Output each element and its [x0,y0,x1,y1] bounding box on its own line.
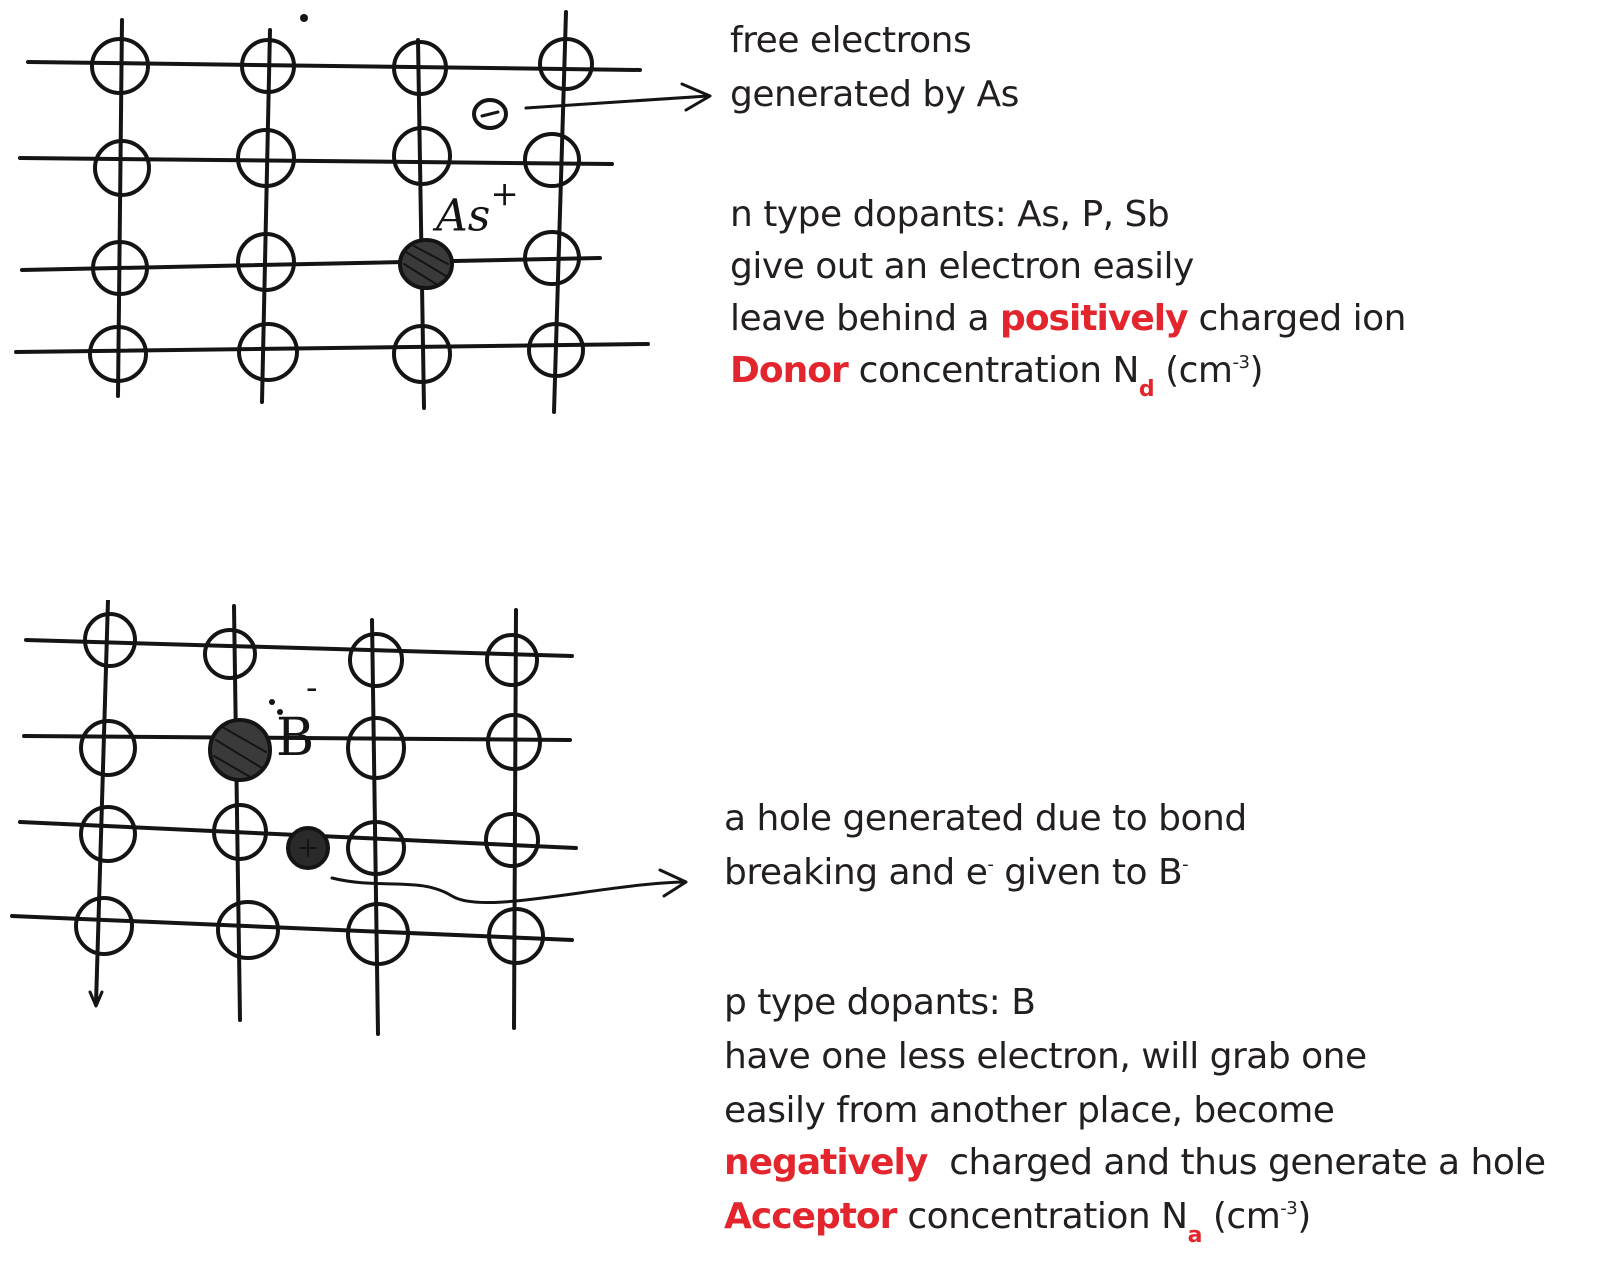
acceptor-unit: (cm [1201,1196,1281,1237]
hole-caption-line1: a hole generated due to bond [724,798,1247,839]
arrow-tip-left-column [88,990,104,1008]
lattice-vertical-bonds [94,600,518,1036]
hole-mark [286,826,330,870]
n-type-line-leave-behind: leave behind a positively charged ion [730,292,1406,346]
acceptor-concentration-text: concentration N [896,1196,1188,1237]
n-type-lattice-sketch [14,10,712,414]
acceptor-concentration-line: Acceptor concentration Na (cm-3) [724,1190,1311,1250]
silicon-atoms [88,37,594,384]
acceptor-exponent: -3 [1280,1198,1298,1219]
boron-dopant-atom [208,718,272,782]
lattice-horizontal-bonds [10,638,578,942]
donor-exponent: -3 [1232,352,1250,373]
given-to-b-text: given to B [993,852,1183,893]
arsenic-symbol: As [436,190,491,242]
free-electron-arrow [524,82,712,112]
leave-behind-text: leave behind a [730,298,1001,339]
free-electrons-caption-line1: free electrons [730,20,972,61]
p-type-line-negatively: negatively charged and thus generate a h… [724,1136,1546,1190]
donor-concentration-text: concentration N [847,350,1140,391]
acceptor-emphasis: Acceptor [724,1196,897,1237]
p-type-title: p type dopants: B [724,982,1036,1023]
electron-minus-stroke [480,110,500,118]
boron-ion-label: B [276,708,314,768]
acceptor-subscript: a [1187,1223,1203,1248]
arsenic-dopant-atom [398,238,454,290]
p-type-line-one-less: have one less electron, will grab one [724,1036,1367,1077]
donor-emphasis: Donor [730,350,849,391]
n-type-line-give-out: give out an electron easily [730,246,1194,287]
arsenic-ion-label: As+ [436,174,519,242]
p-type-lattice-sketch [10,600,688,1036]
hole-arrow [330,868,688,905]
electron-superscript: - [987,854,994,875]
charged-hole-text: charged and thus generate a hole [927,1142,1546,1183]
donor-subscript: d [1138,377,1155,402]
p-type-line-easily: easily from another place, become [724,1090,1335,1131]
positively-emphasis: positively [1000,298,1189,339]
silicon-atoms [74,612,545,966]
n-type-title: n type dopants: As, P, Sb [730,194,1170,235]
donor-concentration-line: Donor concentration Nd (cm-3) [730,344,1263,404]
boron-charge-mark: - [306,668,318,708]
bond-dots-2 [277,709,283,715]
boron-superscript: - [1182,854,1189,875]
breaking-and-e-text: breaking and e [724,852,988,893]
free-electrons-caption-line2: generated by As [730,74,1019,115]
bond-dots [269,699,275,705]
acceptor-close: ) [1297,1196,1311,1237]
stray-dot [300,14,308,22]
boron-symbol: B [276,708,315,768]
charged-ion-text: charged ion [1187,298,1407,339]
negatively-emphasis: negatively [724,1142,928,1183]
hole-caption-line2: breaking and e- given to B- [724,846,1189,906]
donor-close: ) [1249,350,1263,391]
arsenic-charge: + [490,174,519,214]
donor-unit: (cm [1154,350,1233,391]
free-electron-mark [472,98,508,130]
